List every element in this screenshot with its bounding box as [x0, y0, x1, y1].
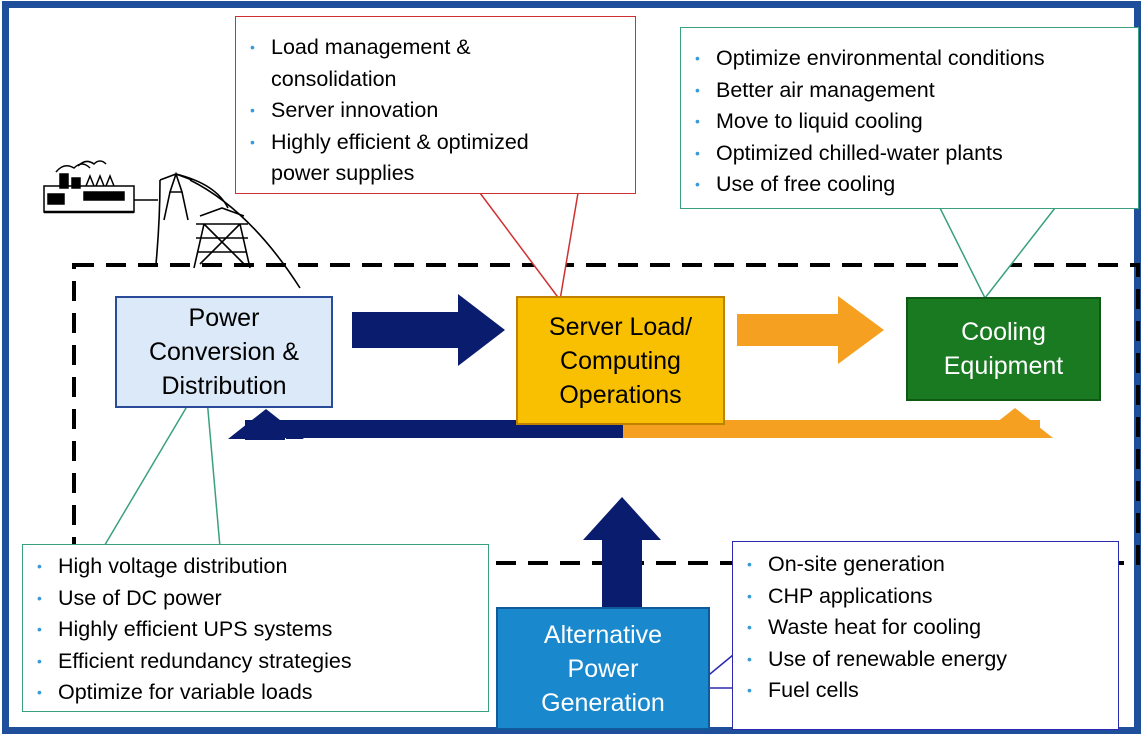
power-callout-text: Efficient redundancy strategies	[58, 648, 352, 673]
power-plant-icon	[43, 160, 158, 214]
bullet-icon: •	[250, 133, 255, 150]
server-callout-text: Load management &	[271, 35, 471, 59]
server-callout-list: • Load management & consolidation • Server i…	[236, 32, 635, 190]
power-line-3: Distribution	[161, 372, 287, 400]
power-callout-list: • High voltage distribution • Use of DC pow…	[23, 551, 488, 709]
bullet-icon: •	[747, 587, 752, 604]
alternative-callout-item: • Use of renewable energy	[733, 644, 1118, 676]
server-callout-item: • Server innovation	[236, 95, 635, 127]
power-callout-item: • Optimize for variable loads	[23, 677, 488, 709]
server-load-label: Server Load/ Computing Operations	[549, 310, 692, 412]
navy-left-column-upper	[248, 438, 284, 440]
alternative-callout-text: CHP applications	[768, 583, 933, 608]
alternative-callout-list: • On-site generation • CHP applications • Was…	[733, 549, 1118, 707]
alternative-callout-item: • Fuel cells	[733, 675, 1118, 707]
power-callout-text: High voltage distribution	[58, 554, 288, 578]
alt-line-3: Generation	[541, 688, 665, 717]
bullet-icon: •	[747, 556, 752, 572]
orange-arrowhead-into-cooling	[977, 408, 1053, 438]
cooling-callout-item: • Better air management	[681, 75, 1138, 107]
server-callout-text: consolidation	[271, 66, 397, 91]
cooling-callout-text: Optimized chilled-water plants	[716, 140, 1003, 165]
alternative-callout-item: • Waste heat for cooling	[733, 612, 1118, 644]
server-load-box: Server Load/ Computing Operations	[516, 296, 725, 425]
cooling-line-1: Cooling	[961, 318, 1046, 346]
alt-line-1: Alternative	[543, 620, 663, 649]
bullet-icon: •	[695, 81, 700, 98]
power-line-2: Conversion &	[148, 338, 300, 366]
power-callout: • High voltage distribution • Use of DC pow…	[22, 544, 489, 712]
bullet-icon: •	[37, 558, 42, 574]
power-callout-item: • Use of DC power	[23, 583, 488, 615]
cooling-callout: • Optimize environmental conditions • Bette…	[680, 27, 1139, 209]
bullet-icon: •	[37, 684, 42, 700]
cooling-callout-item: • Use of free cooling	[681, 169, 1138, 201]
bullet-icon: •	[250, 39, 255, 55]
bullet-icon: •	[695, 113, 700, 129]
cooling-callout-item: • Optimize environmental conditions	[681, 43, 1138, 75]
server-callout: • Load management & consolidation • Server i…	[235, 16, 636, 194]
cooling-equipment-label: Cooling Equipment	[944, 315, 1064, 383]
cooling-callout-item: • Move to liquid cooling	[681, 106, 1138, 138]
server-callout-item: consolidation	[236, 64, 635, 96]
cooling-callout-text: Use of free cooling	[716, 172, 896, 196]
server-line-1: Server Load/	[548, 312, 693, 341]
power-callout-text: Use of DC power	[58, 585, 222, 610]
bullet-icon: •	[747, 682, 752, 698]
server-callout-item: power supplies	[236, 158, 635, 190]
server-line-3: Operations	[559, 380, 682, 409]
cooling-callout-text: Move to liquid cooling	[716, 109, 923, 133]
bullet-icon: •	[250, 102, 255, 118]
server-line-2: Computing	[560, 346, 681, 375]
alternative-callout-text: Waste heat for cooling	[768, 615, 982, 639]
server-callout-text: Highly efficient & optimized	[271, 129, 529, 154]
navy-arrow-alt-to-bar	[583, 497, 661, 608]
bullet-icon: •	[37, 589, 42, 606]
alternative-power-box: Alternative Power Generation	[496, 607, 710, 730]
power-conversion-box: Power Conversion & Distribution	[115, 296, 333, 408]
alternative-callout-item: • CHP applications	[733, 581, 1118, 613]
transmission-tower-icon	[155, 171, 301, 289]
bullet-icon: •	[695, 50, 700, 66]
cooling-line-2: Equipment	[943, 352, 1064, 380]
arrow-power-to-server	[352, 294, 505, 366]
navy-arrowhead-into-power	[228, 409, 304, 439]
alternative-callout-text: Use of renewable energy	[768, 646, 1008, 671]
orange-bottom-bar	[620, 420, 1040, 438]
bullet-icon: •	[37, 621, 42, 637]
cooling-callout-text: Better air management	[716, 77, 935, 102]
arrow-server-to-cooling	[737, 296, 884, 364]
bullet-icon: •	[37, 652, 42, 669]
server-callout-item: • Highly efficient & optimized	[236, 127, 635, 159]
power-conversion-label: Power Conversion & Distribution	[149, 301, 299, 403]
power-callout-item: • Efficient redundancy strategies	[23, 646, 488, 678]
cooling-equipment-box: Cooling Equipment	[906, 297, 1101, 401]
alternative-callout: • On-site generation • CHP applications • Was…	[732, 541, 1119, 730]
bullet-icon: •	[695, 144, 700, 161]
alternative-callout-text: Fuel cells	[768, 678, 859, 702]
alt-line-2: Power	[567, 654, 639, 683]
alternative-power-label: Alternative Power Generation	[541, 618, 665, 720]
server-callout-text: Server innovation	[271, 98, 439, 122]
alternative-callout-item: • On-site generation	[733, 549, 1118, 581]
cooling-callout-list: • Optimize environmental conditions • Bette…	[681, 43, 1138, 201]
bullet-icon: •	[695, 176, 700, 192]
cooling-callout-text: Optimize environmental conditions	[716, 46, 1045, 70]
power-callout-item: • High voltage distribution	[23, 551, 488, 583]
alternative-callout-text: On-site generation	[768, 552, 945, 576]
bullet-icon: •	[747, 650, 752, 667]
power-callout-text: Highly efficient UPS systems	[58, 617, 333, 641]
bullet-icon: •	[747, 619, 752, 635]
power-callout-text: Optimize for variable loads	[58, 680, 313, 704]
server-callout-text: power supplies	[271, 161, 415, 185]
cooling-callout-item: • Optimized chilled-water plants	[681, 138, 1138, 170]
power-line-1: Power	[188, 304, 260, 332]
server-callout-item: • Load management &	[236, 32, 635, 64]
power-callout-item: • Highly efficient UPS systems	[23, 614, 488, 646]
